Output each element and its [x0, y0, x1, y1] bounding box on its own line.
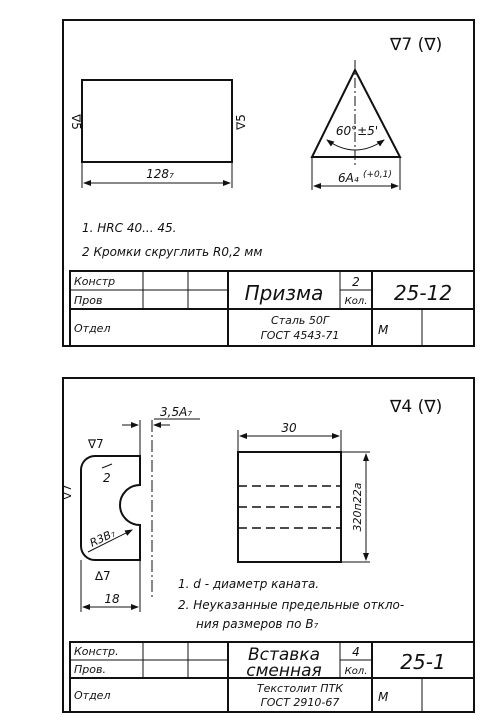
sheet-2-mark-top: ∇7 [87, 437, 104, 451]
sheet-2-tb-material-2: ГОСТ 2910-67 [261, 696, 340, 709]
sheet-2-tb-prov: Пров. [74, 663, 106, 676]
sheet-2-mark-inner: 2 [103, 471, 111, 485]
sheet-2: ∇4 (∇) 3,5A₇ ∇7 ∇7 2 R3B₇ ∆7 18 30 320п2… [60, 377, 475, 713]
sheet-2-tb-qty: 4 [352, 645, 360, 659]
sheet-2-radius: R3B₇ [88, 526, 118, 549]
sheet-1: ∇7 (∇) ∇5 ∇5 128₇ 60°±5' 6A₄ (+0,1) 1. H… [62, 19, 475, 347]
sheet-1-tb-konstr: Констр [74, 275, 115, 288]
sheet-2-plan-width: 30 [281, 421, 297, 435]
sheet-1-width-dim: 128₇ [146, 167, 174, 181]
sheet-2-tb-kol: Кол. [345, 666, 368, 677]
sheet-2-tb-material-1: Текстолит ПТК [257, 682, 344, 695]
sheet-1-prism-angle: 60°±5' [336, 124, 378, 138]
sheet-1-prism-view [310, 67, 402, 158]
sheet-1-tb-otdel: Отдел [74, 322, 110, 335]
sheet-2-title-block: Констр. Пров. Отдел Вставка сменная 4 Ко… [69, 641, 475, 713]
sheet-2-tb-scale: М [378, 690, 389, 704]
sheet-1-prism-tolerance: (+0,1) [363, 170, 392, 180]
sheet-2-plan-height: 320п22а [351, 482, 364, 531]
sheet-2-note-2a: 2. Неуказанные предельные откло- [178, 598, 404, 612]
sheet-1-tb-material-1: Сталь 50Г [271, 314, 330, 327]
sheet-2-width-dim: 18 [104, 592, 120, 606]
sheet-1-tb-prov: Пров [74, 294, 102, 307]
sheet-2-radius-leader [87, 529, 133, 553]
sheet-2-top-dim: 3,5A₇ [160, 405, 192, 419]
sheet-2-mark-bottom: ∆7 [94, 569, 111, 583]
sheet-2-tb-title-2: сменная [246, 661, 322, 681]
sheet-1-tb-code: 25-12 [394, 281, 452, 305]
sheet-2-note-2b: ния размеров по B₇ [196, 617, 319, 631]
sheet-2-mark-left: ∇7 [60, 484, 74, 501]
sheet-1-roughness: ∇7 (∇) [389, 35, 442, 55]
sheet-1-tb-material-2: ГОСТ 4543-71 [261, 329, 340, 342]
sheet-1-tb-kol: Кол. [345, 296, 368, 307]
sheet-1-tb-scale: М [378, 323, 389, 337]
sheet-1-title-block: Констр Пров Отдел Призма 2 Кол. 25-12 Ст… [69, 270, 475, 347]
sheet-1-rect-left-mark: ∇5 [69, 113, 83, 130]
sheet-1-tb-qty: 2 [352, 275, 360, 289]
sheet-2-roughness: ∇4 (∇) [389, 397, 442, 417]
sheet-2-tb-otdel: Отдел [74, 689, 110, 702]
sheet-1-prism-width-dim: 6A₄ [338, 171, 359, 185]
sheet-1-tb-title: Призма [245, 281, 324, 305]
sheet-1-note-2: 2 Кромки скруглить R0,2 мм [82, 245, 262, 259]
sheet-2-note-1: 1. d - диаметр каната. [178, 577, 319, 591]
sheet-1-rect-right-mark: ∇5 [234, 114, 248, 131]
sheet-2-tb-title-1: Вставка [248, 645, 320, 665]
sheet-1-note-1: 1. HRC 40... 45. [82, 221, 176, 235]
sheet-2-tb-konstr: Констр. [74, 645, 119, 658]
sheet-2-tb-code: 25-1 [400, 650, 445, 674]
sheet-1-rect-view [81, 79, 233, 163]
